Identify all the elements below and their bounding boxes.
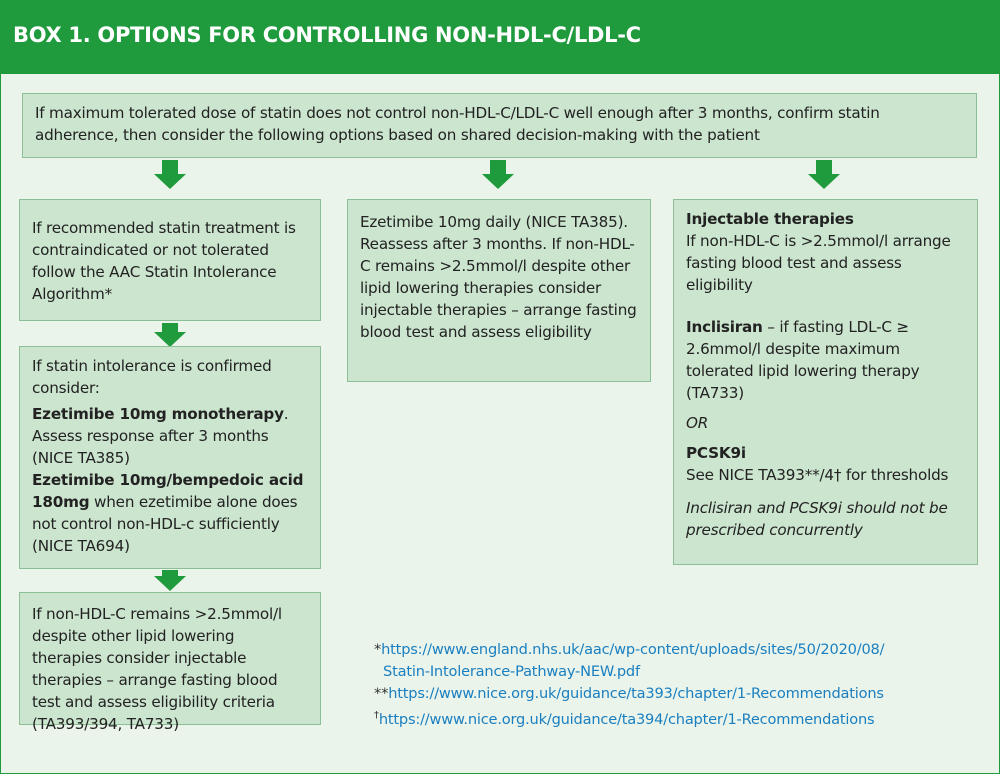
injectable-heading: Injectable therapies xyxy=(686,208,965,230)
or-text: OR xyxy=(686,414,709,432)
pcsk9i-text: See NICE TA393**/4† for thresholds xyxy=(686,466,949,484)
left-box1-text: If recommended statin treatment is contr… xyxy=(32,219,296,303)
right-box-injectable-therapies: Injectable therapies If non-HDL-C is >2.… xyxy=(673,199,978,565)
left-box-injectable-eligibility: If non-HDL-C remains >2.5mmol/l despite … xyxy=(19,592,321,733)
footnote-2-link[interactable]: https://www.nice.org.uk/guidance/ta393/c… xyxy=(388,685,884,702)
footnote-3: †https://www.nice.org.uk/guidance/ta394/… xyxy=(374,705,875,731)
pcsk9i-label: PCSK9i xyxy=(686,442,965,464)
left-box3-text: If non-HDL-C remains >2.5mmol/l despite … xyxy=(32,605,282,733)
concurrent-note: Inclisiran and PCSK9i should not be pres… xyxy=(686,497,965,541)
footnote-2: **https://www.nice.org.uk/guidance/ta393… xyxy=(374,683,884,705)
footnote-2-marker: ** xyxy=(374,685,389,702)
concurrent-note-text: Inclisiran and PCSK9i should not be pres… xyxy=(686,499,948,539)
ezetimibe-bempedoic-label: Ezetimibe 10mg/bempedoic acid 180mg xyxy=(32,471,304,511)
ezetimibe-monotherapy-text: . Assess response after 3 months (NICE T… xyxy=(32,405,289,467)
header-bar: BOX 1. OPTIONS FOR CONTROLLING NON-HDL-C… xyxy=(1,1,999,74)
or-label: OR xyxy=(686,412,965,434)
middle-box-text: Ezetimibe 10mg daily (NICE TA385). Reass… xyxy=(360,213,637,341)
footnote-1-link[interactable]: https://www.england.nhs.uk/aac/wp-conten… xyxy=(381,641,885,658)
left-box2-combination: Ezetimibe 10mg/bempedoic acid 180mg when… xyxy=(32,469,308,557)
left-box2-ezetimibe: Ezetimibe 10mg monotherapy. Assess respo… xyxy=(32,403,308,469)
ezetimibe-monotherapy-label: Ezetimibe 10mg monotherapy xyxy=(32,405,284,423)
inclisiran-text: – if fasting LDL-C ≥ 2.6mmol/l despite m… xyxy=(686,318,920,402)
injectable-heading-text: Injectable therapies xyxy=(686,210,854,228)
top-box-text: If maximum tolerated dose of statin does… xyxy=(35,104,880,144)
inclisiran-label: Inclisiran xyxy=(686,318,763,336)
box-title: BOX 1. OPTIONS FOR CONTROLLING NON-HDL-C… xyxy=(13,23,641,47)
left-box2-intro: If statin intolerance is confirmed consi… xyxy=(32,357,272,397)
footnote-1-continuation: Statin-Intolerance-Pathway-NEW.pdf xyxy=(383,661,640,683)
middle-box-ezetimibe-daily: Ezetimibe 10mg daily (NICE TA385). Reass… xyxy=(347,199,651,382)
footnote-1-link-continued[interactable]: Statin-Intolerance-Pathway-NEW.pdf xyxy=(383,663,640,680)
footnote-3-marker: † xyxy=(374,710,379,721)
footnote-1: *https://www.england.nhs.uk/aac/wp-conte… xyxy=(374,639,885,661)
top-box: If maximum tolerated dose of statin does… xyxy=(22,93,977,158)
footnote-1-marker: * xyxy=(374,641,382,658)
left-box-statin-intolerance-confirmed: If statin intolerance is confirmed consi… xyxy=(19,346,321,569)
inclisiran-paragraph: Inclisiran – if fasting LDL-C ≥ 2.6mmol/… xyxy=(686,316,965,404)
pcsk9i-label-text: PCSK9i xyxy=(686,444,746,462)
left-box-statin-intolerance-algorithm: If recommended statin treatment is contr… xyxy=(19,199,321,321)
injectable-text: If non-HDL-C is >2.5mmol/l arrange fasti… xyxy=(686,232,951,294)
footnote-3-link[interactable]: https://www.nice.org.uk/guidance/ta394/c… xyxy=(378,710,875,728)
ezetimibe-bempedoic-text: when ezetimibe alone does not control no… xyxy=(32,493,298,555)
